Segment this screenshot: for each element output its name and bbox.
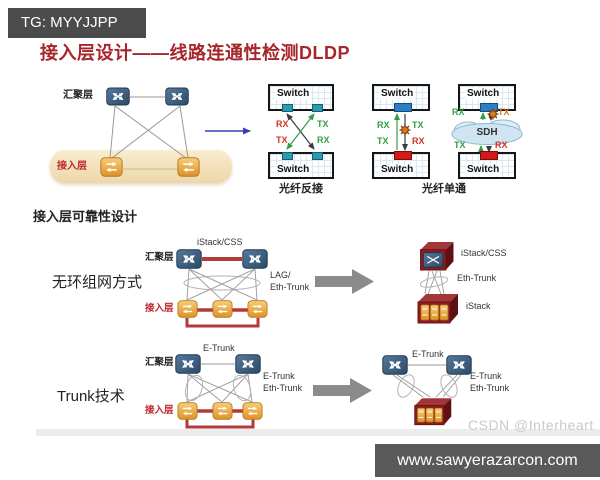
row1-label: 无环组网方式	[52, 274, 143, 291]
tx-label: TX	[377, 136, 389, 146]
istack-css-link-label: iStack/CSS	[197, 237, 243, 247]
tx-label: TX	[317, 119, 329, 129]
watermark: CSDN @Interheart	[468, 417, 594, 433]
switch-port	[394, 151, 412, 160]
switch-port	[312, 152, 323, 160]
rx-label: RX	[412, 136, 425, 146]
eth-trunk-label: Eth-Trunk	[270, 282, 310, 292]
aggregation-switch-icon	[446, 355, 472, 375]
aggregation-layer-label: 汇聚层	[145, 252, 174, 263]
switch-port	[480, 103, 498, 112]
switch-port	[282, 152, 293, 160]
tx-label: TX	[412, 120, 424, 130]
result-eth-trunk-label: Eth-Trunk	[470, 383, 510, 393]
fiber-break-icon	[487, 108, 499, 120]
switch-box: Switch	[458, 84, 516, 112]
access-layer-label: 接入层	[145, 405, 174, 416]
access-switch-icon	[212, 300, 233, 318]
tx-label: TX	[498, 107, 510, 117]
access-switch-icon	[177, 157, 200, 177]
tx-label: TX	[276, 135, 288, 145]
switch-box: Switch	[372, 151, 430, 179]
aggregation-switch-icon	[165, 87, 189, 106]
page-title: 接入层设计——线路连通性检测DLDP	[40, 43, 350, 63]
aggregation-switch-icon	[175, 354, 201, 374]
lag-label: LAG/	[270, 270, 291, 280]
switch-box: Switch	[268, 84, 334, 112]
eth-trunk-label: Eth-Trunk	[263, 383, 303, 393]
access-layer-label: 接入层	[57, 161, 87, 172]
switch-port	[282, 104, 293, 112]
tg-badge: TG: MYYJJPP	[8, 8, 146, 38]
access-switch-icon	[212, 402, 233, 420]
switch-port	[394, 103, 412, 112]
aggregation-switch-icon	[242, 249, 268, 269]
switch-box-label: Switch	[465, 88, 502, 100]
fiber-reverse-caption: 光纤反接	[279, 183, 323, 195]
access-switch-icon	[247, 300, 268, 318]
istack-device-icon	[415, 292, 461, 324]
switch-box-label: Switch	[379, 164, 416, 176]
access-switch-icon	[177, 300, 198, 318]
aggregation-switch-icon	[235, 354, 261, 374]
aggregation-layer-label: 汇聚层	[145, 357, 174, 368]
istack-css-device-icon	[417, 240, 457, 271]
aggregation-layer-label: 汇聚层	[63, 90, 93, 101]
switch-port	[312, 104, 323, 112]
sdh-cloud-label: SDH	[476, 127, 498, 138]
access-switch-icon	[177, 402, 198, 420]
result-istack-css-label: iStack/CSS	[461, 248, 507, 258]
result-istack-label: iStack	[466, 301, 491, 311]
switch-box: Switch	[372, 84, 430, 112]
switch-box-label: Switch	[275, 88, 312, 100]
divider-bar	[36, 429, 600, 436]
fiber-break-icon	[399, 124, 411, 136]
e-trunk-link-label: E-Trunk	[203, 343, 235, 353]
aggregation-switch-icon	[176, 249, 202, 269]
access-switch-icon	[100, 157, 123, 177]
switch-port	[480, 151, 498, 160]
aggregation-switch-icon	[382, 355, 408, 375]
switch-box-label: Switch	[275, 164, 312, 176]
switch-box: Switch	[268, 152, 334, 179]
result-e-trunk-label: E-Trunk	[470, 371, 502, 381]
tx-label: TX	[454, 140, 466, 150]
result-eth-trunk-label: Eth-Trunk	[457, 273, 497, 283]
rx-label: RX	[276, 119, 289, 129]
rx-label: RX	[377, 120, 390, 130]
access-switch-icon	[242, 402, 263, 420]
aggregation-switch-icon	[106, 87, 130, 106]
row2-label: Trunk技术	[57, 388, 125, 405]
switch-box-label: Switch	[465, 164, 502, 176]
switch-box-label: Switch	[379, 88, 416, 100]
switch-box: Switch	[458, 151, 516, 179]
e-trunk-label: E-Trunk	[263, 371, 295, 381]
rx-label: RX	[452, 107, 465, 117]
result-e-trunk-link-label: E-Trunk	[412, 349, 444, 359]
access-layer-label: 接入层	[145, 303, 174, 314]
rx-label: RX	[317, 135, 330, 145]
footer-url-banner: www.sawyerazarcon.com	[375, 444, 600, 477]
reliability-heading: 接入层可靠性设计	[33, 209, 138, 224]
rx-label: RX	[495, 140, 508, 150]
istack-device-icon	[412, 395, 454, 427]
fiber-single-caption: 光纤单通	[422, 183, 466, 195]
